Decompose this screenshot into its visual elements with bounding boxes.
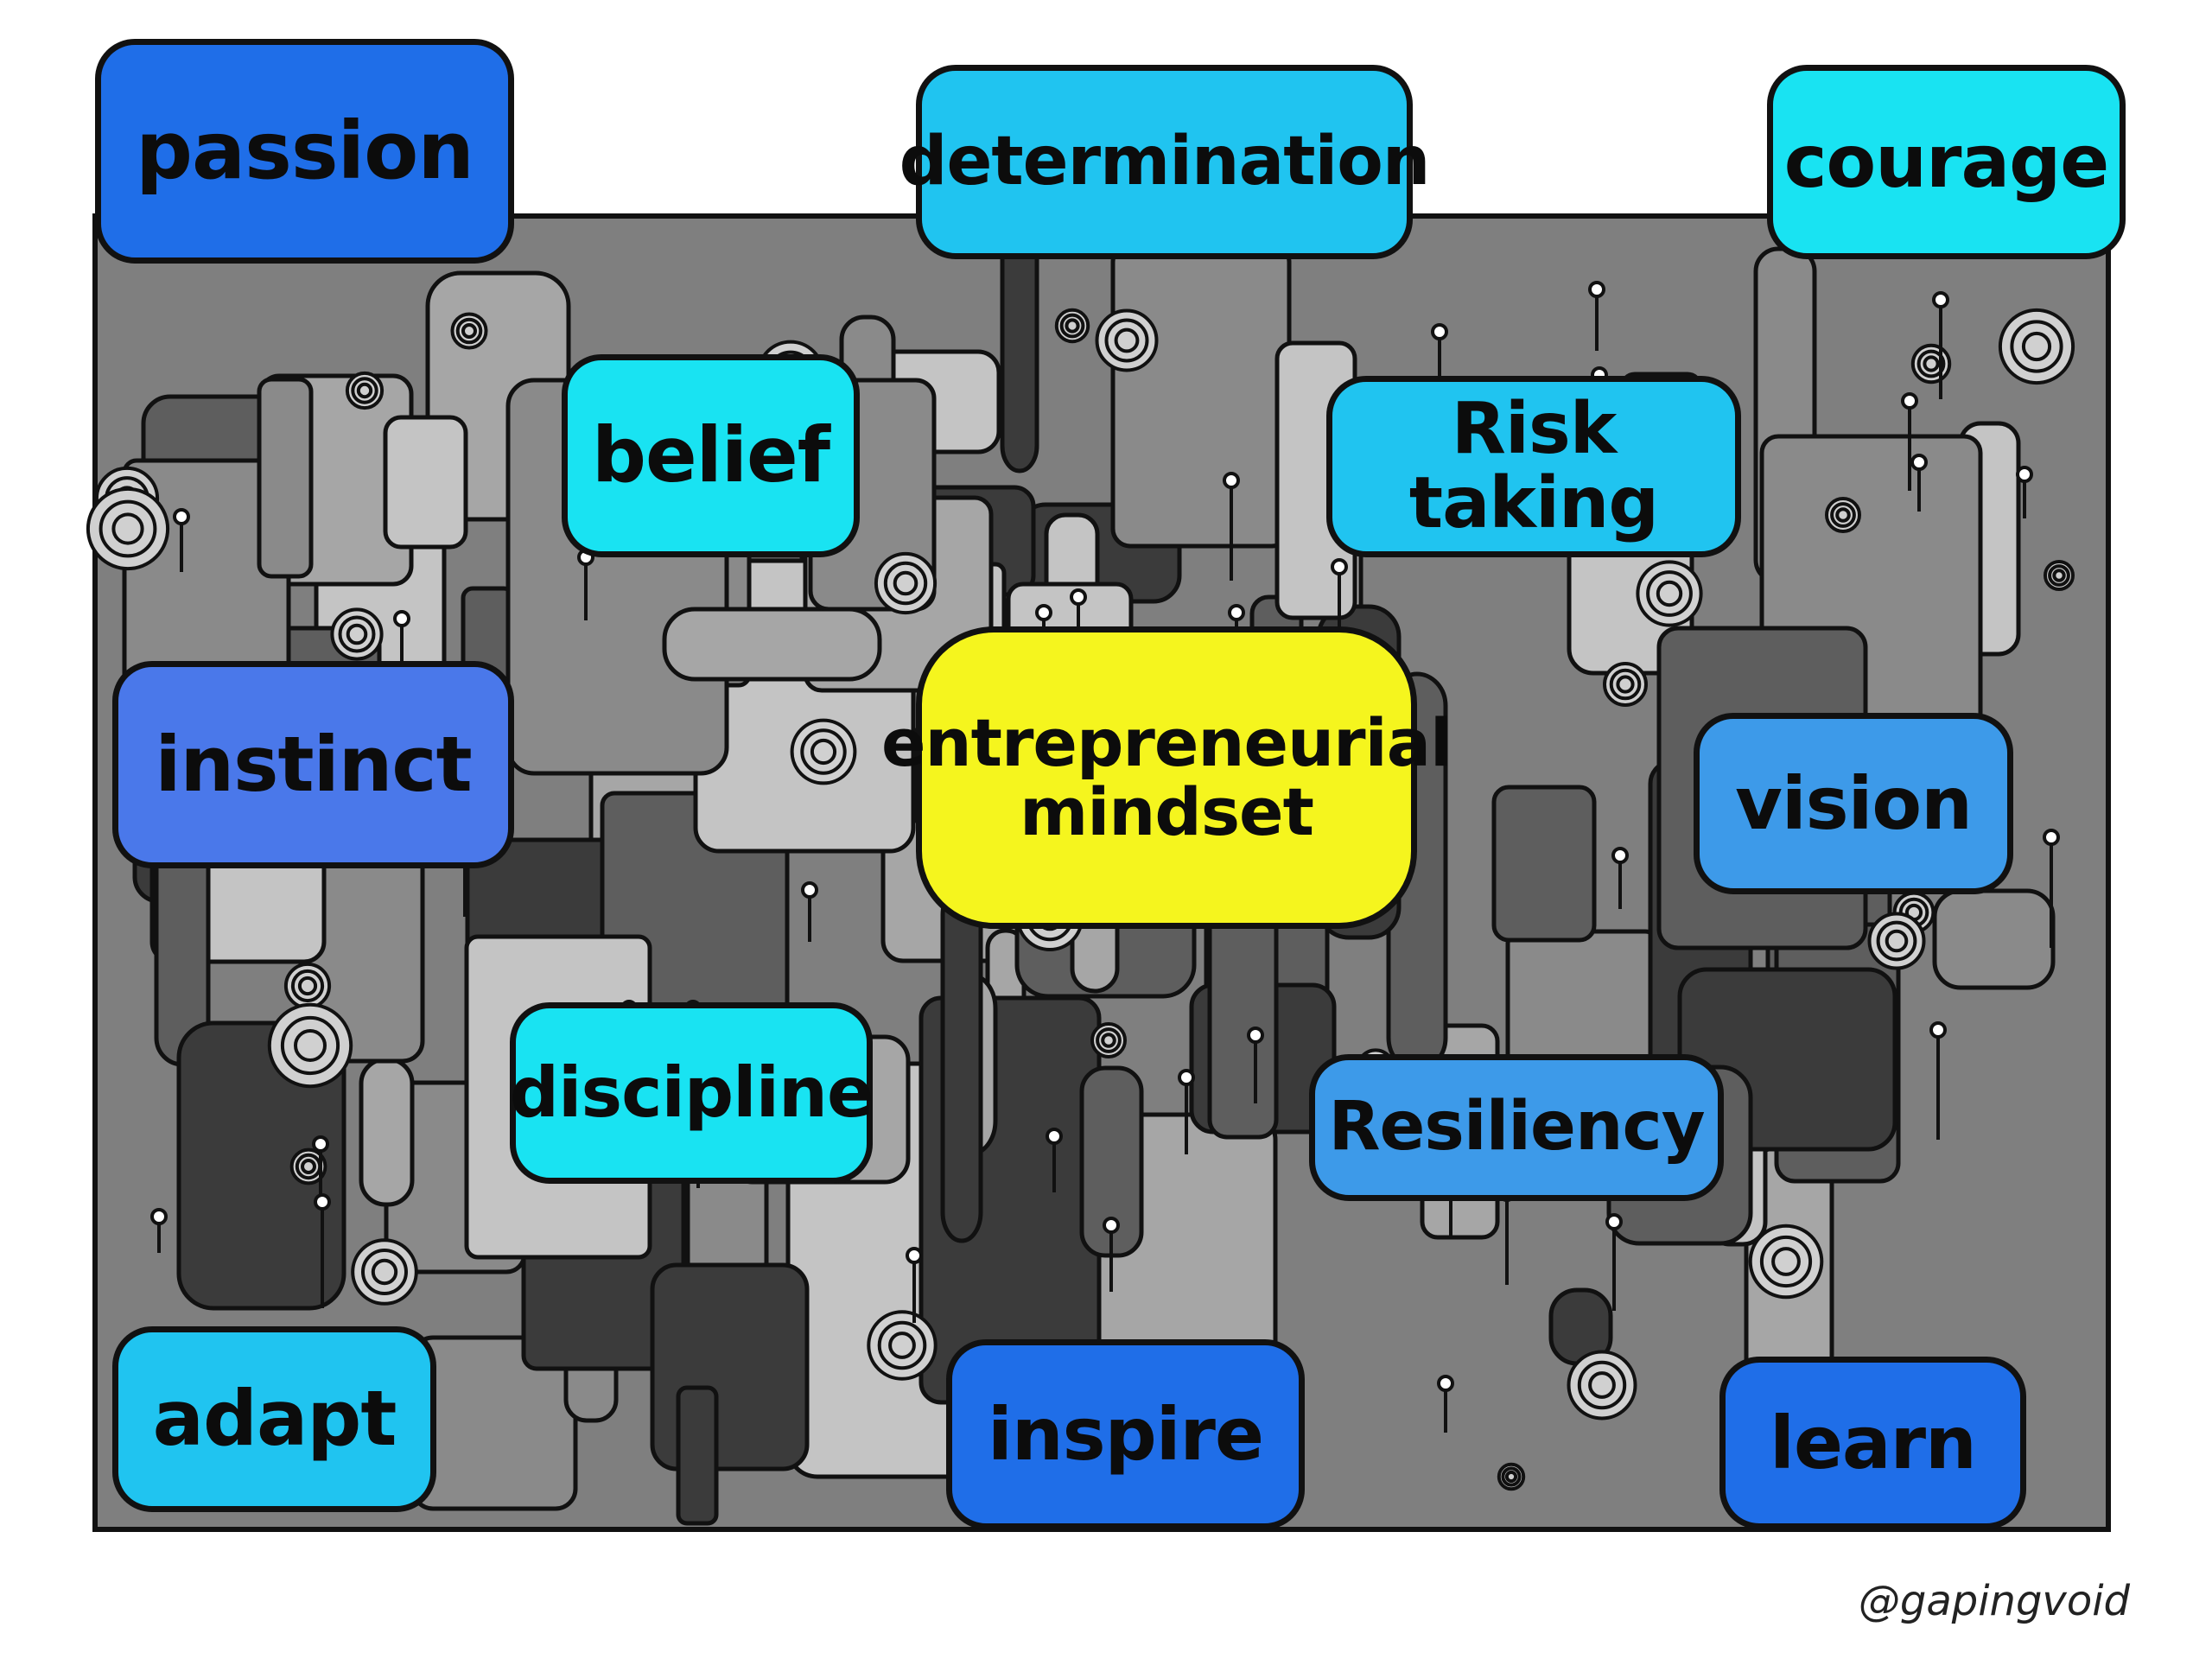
doodle-spiral (1090, 1022, 1127, 1058)
doodle-block (359, 1057, 415, 1207)
tag-resiliency-label: Resiliency (1328, 1088, 1705, 1166)
doodle-stem-dot (1103, 1217, 1120, 1234)
doodle-spiral (1603, 662, 1648, 707)
doodle-spiral (1910, 343, 1952, 385)
doodle-spiral (283, 962, 332, 1010)
tag-adapt: adapt (112, 1326, 436, 1512)
tag-risk-taking-label: Risk taking (1408, 387, 1659, 544)
doodle-stem-dot (1178, 1069, 1195, 1086)
signature: @gapingvoid (1858, 1577, 2130, 1625)
tag-vision-label: vision (1735, 760, 1973, 846)
tag-inspire: inspire (946, 1339, 1305, 1529)
tag-passion-label: passion (136, 104, 474, 197)
tag-resiliency: Resiliency (1309, 1054, 1724, 1201)
doodle-stem-dot (1046, 1128, 1063, 1145)
tag-belief: belief (562, 354, 860, 557)
tag-belief-label: belief (592, 410, 830, 500)
doodle-block (1110, 242, 1292, 549)
doodle-stem-dot (1910, 454, 1928, 471)
tag-determination: determination (899, 65, 1430, 259)
tag-instinct: instinct (112, 661, 514, 868)
doodle-stem-dot (1331, 558, 1348, 575)
doodle-stem-dot (1431, 323, 1448, 340)
doodle-stem-dot (1247, 1027, 1264, 1044)
tag-learn: learn (1719, 1357, 2026, 1529)
doodle-block (1000, 222, 1039, 474)
doodle-block (676, 1385, 719, 1526)
doodle-spiral (345, 371, 385, 410)
doodle-spiral (1497, 1462, 1526, 1491)
doodle-stem-dot (1932, 291, 1949, 308)
doodle-stem-dot (1070, 588, 1087, 606)
doodle-stem-dot (393, 610, 410, 627)
tag-learn-label: learn (1770, 1400, 1977, 1485)
doodle-block (1491, 785, 1597, 943)
doodle-spiral (330, 607, 384, 661)
tag-courage: courage (1767, 65, 2126, 259)
doodle-stem-dot (1611, 847, 1629, 864)
tag-adapt-label: adapt (152, 1374, 397, 1464)
doodle-spiral (1867, 912, 1926, 970)
tag-inspire-label: inspire (988, 1391, 1264, 1477)
doodle-stem-dot (173, 508, 190, 525)
doodle-spiral (867, 1310, 938, 1381)
doodle-block (1932, 888, 2056, 990)
doodle-stem-dot (1605, 1213, 1623, 1230)
doodle-spiral (86, 486, 170, 571)
doodle-stem-dot (1228, 604, 1245, 621)
doodle-spiral (2044, 560, 2075, 591)
doodle-block (257, 377, 314, 579)
doodle-spiral (790, 718, 857, 785)
doodle-spiral (1998, 308, 2075, 385)
doodle-spiral (1054, 308, 1090, 344)
doodle-stem-dot (1223, 472, 1240, 489)
doodle-stem-dot (1035, 604, 1052, 621)
doodle-spiral (1825, 497, 1861, 533)
tag-center: entrepreneurial mindset (881, 626, 1452, 929)
doodle-stem-dot (314, 1193, 331, 1211)
doodle-stem-dot (312, 1135, 329, 1153)
doodle-block (940, 884, 983, 1243)
doodle-stem-dot (906, 1247, 923, 1264)
doodle-spiral (1636, 560, 1703, 627)
doodle-stem-dot (1588, 281, 1605, 298)
tag-discipline-label: discipline (509, 1052, 874, 1133)
tag-determination-label: determination (899, 122, 1431, 200)
doodle-stem-dot (1437, 1375, 1454, 1392)
doodle-spiral (351, 1238, 418, 1306)
doodle-stem-dot (1901, 392, 1918, 410)
doodle-block (176, 1020, 346, 1311)
doodle-stem-dot (2043, 829, 2060, 846)
doodle-spiral (1095, 308, 1159, 372)
tag-passion: passion (95, 39, 514, 264)
doodle-spiral (1748, 1224, 1824, 1300)
doodle-stem-dot (1929, 1021, 1947, 1039)
tag-risk-taking: Risk taking (1326, 376, 1741, 557)
tag-discipline: discipline (509, 1002, 874, 1184)
doodle-stem-dot (2016, 466, 2033, 483)
doodle-spiral (1567, 1350, 1637, 1421)
doodle-block (650, 1262, 810, 1471)
doodle-stem-dot (150, 1208, 168, 1225)
tag-instinct-label: instinct (155, 719, 472, 809)
tag-center-label: entrepreneurial mindset (880, 704, 1452, 850)
doodle-spiral (289, 1147, 327, 1185)
doodle-stem-dot (801, 881, 818, 899)
doodle-spiral (450, 312, 488, 350)
doodle-block (383, 415, 468, 550)
doodle-spiral (267, 1002, 353, 1089)
tag-courage-label: courage (1783, 119, 2110, 205)
tag-vision: vision (1694, 713, 2013, 894)
doodle-block (662, 607, 882, 682)
doodle-spiral (874, 551, 938, 615)
